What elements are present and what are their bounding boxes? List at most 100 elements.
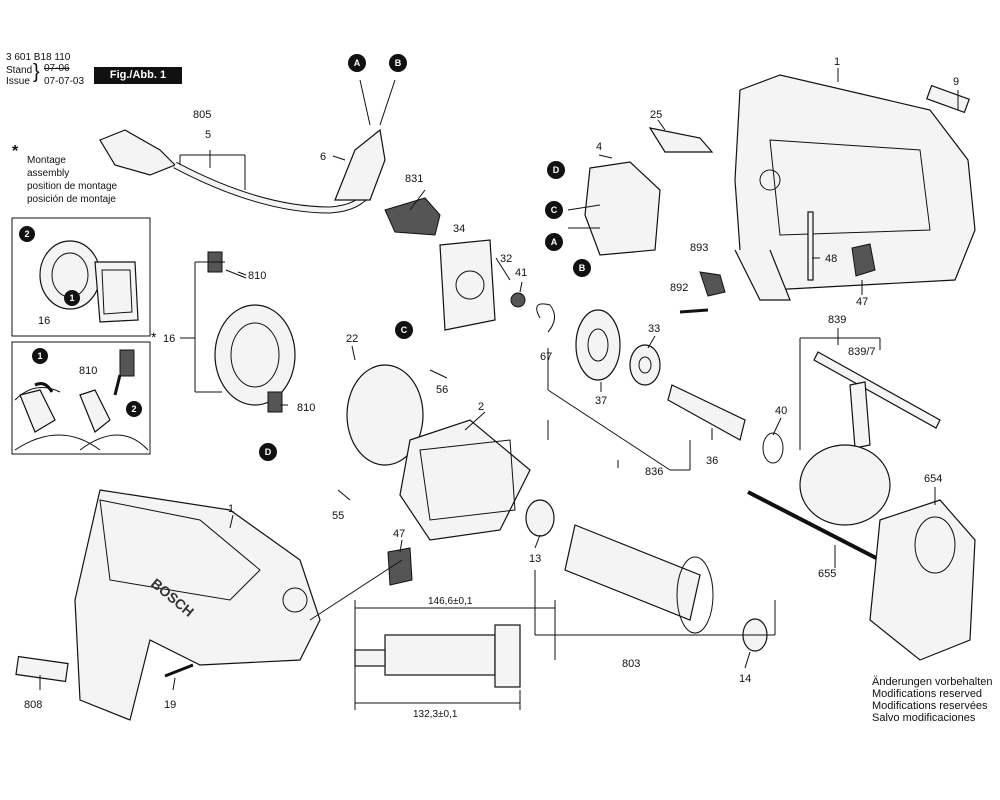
spindle-36-drawing (667, 384, 746, 441)
screw-19 (164, 663, 194, 678)
leader-lines (39, 68, 959, 691)
part-label-37: 37 (595, 395, 607, 407)
part-831-drawing (384, 197, 441, 236)
callout-badge-1-inset2: 1 (32, 348, 48, 364)
issue-label: Issue (6, 76, 30, 87)
chuck-839-drawing (799, 444, 891, 526)
label-plate-808 (15, 655, 69, 683)
svg-text:D: D (265, 447, 272, 457)
legend-position-es: posición de montaje (27, 194, 116, 205)
part-label-654: 654 (924, 473, 942, 485)
legend-montage: Montage (27, 155, 66, 166)
svg-text:C: C (401, 325, 408, 335)
svg-text:B: B (395, 58, 402, 68)
part-25-drawing (648, 127, 714, 153)
part-label-5: 5 (205, 129, 211, 141)
svg-text:A: A (551, 237, 558, 247)
brush-810-lower (267, 391, 283, 413)
part-label-1-top: 1 (834, 56, 840, 68)
part-892-screw (679, 308, 709, 314)
part-34-drawing (439, 239, 496, 331)
part-label-22: 22 (346, 333, 358, 345)
part-label-805: 805 (193, 109, 211, 121)
part-label-36: 36 (706, 455, 718, 467)
note-de: Änderungen vorbehalten (872, 676, 993, 688)
part-label-6: 6 (320, 151, 326, 163)
part-label-25: 25 (650, 109, 662, 121)
part-label-55: 55 (332, 510, 344, 522)
figure-tag: Fig./Abb. 1 (94, 67, 182, 84)
svg-text:1: 1 (37, 351, 42, 361)
part-label-16-main: 16 (163, 333, 175, 345)
note-es: Salvo modificaciones (872, 712, 976, 724)
callout-badge-d-switch: D (547, 161, 565, 179)
part-48-strip (807, 211, 814, 281)
svg-text:1: 1 (69, 293, 74, 303)
part-label-1-bottom: 1 (228, 503, 234, 515)
callout-badge-1-inset: 1 (64, 290, 80, 306)
part-label-808: 808 (24, 699, 42, 711)
svg-text:B: B (579, 263, 586, 273)
part-label-9: 9 (953, 76, 959, 88)
gear-37-drawing (575, 309, 621, 381)
callout-badge-b-switch: B (573, 259, 591, 277)
inset-brush-insert-drawing (14, 349, 149, 451)
callout-badge-a-switch: A (545, 233, 563, 251)
bearing-33-drawing (629, 344, 661, 386)
note-fr: Modifications reservées (872, 700, 988, 712)
frame-stator-ring (346, 364, 424, 466)
chuck-key-839-7 (813, 351, 941, 429)
switch-4-drawing (584, 161, 661, 256)
power-cord-drawing (99, 79, 396, 214)
part-label-33: 33 (648, 323, 660, 335)
document-number: 3 601 B18 110 (6, 52, 71, 63)
part-label-47-top: 47 (856, 296, 868, 308)
armature-dimension-drawing (354, 600, 556, 710)
part-label-2: 2 (478, 401, 484, 413)
part-label-810-inset: 810 (79, 365, 97, 377)
part-label-893: 893 (690, 242, 708, 254)
stand-label: Stand (6, 65, 33, 76)
part-47-bottom-shape (387, 547, 413, 586)
part-label-47-bottom: 47 (393, 528, 405, 540)
stator-2-drawing (399, 419, 531, 541)
callout-badge-c-switch: C (545, 201, 563, 219)
part-label-40: 40 (775, 405, 787, 417)
part-label-4: 4 (596, 141, 602, 153)
svg-text:A: A (354, 58, 361, 68)
brace-glyph: } (33, 61, 40, 83)
part-label-839-7: 839/7 (848, 346, 876, 358)
washer-40-drawing (762, 432, 784, 464)
legend-assembly: assembly (27, 168, 70, 179)
part-label-32: 32 (500, 253, 512, 265)
stand-date: 07-06 (44, 63, 70, 74)
part-label-41: 41 (515, 267, 527, 279)
svg-text:2: 2 (24, 229, 29, 239)
legend-position-fr: position de montage (27, 181, 118, 192)
callout-badge-2-inset2: 2 (126, 401, 142, 417)
svg-text:2: 2 (131, 404, 136, 414)
dimension-overall: 146,6±0,1 (428, 596, 473, 607)
depth-rod-655 (747, 490, 881, 562)
asterisk-symbol: * (12, 143, 19, 160)
inset-box-brush-holder (11, 217, 151, 337)
part-label-19: 19 (164, 699, 176, 711)
part-label-892: 892 (670, 282, 688, 294)
bearing-13-drawing (525, 499, 555, 537)
label-plate-9 (926, 84, 970, 114)
part-893-drawing (699, 271, 726, 297)
callout-badge-2-inset: 2 (19, 226, 35, 242)
callout-badge-b-top: B (389, 54, 407, 72)
part-label-56: 56 (436, 384, 448, 396)
part-41-drawing (510, 292, 526, 308)
modifications-note: Änderungen vorbehalten Modifications res… (872, 676, 992, 724)
part-label-810-b: 810 (297, 402, 315, 414)
callout-badge-a-top: A (348, 54, 366, 72)
housing-front-drawing: BOSCH (74, 489, 321, 721)
housing-rear-drawing (734, 74, 976, 301)
part-47-top-shape (851, 243, 876, 277)
part-label-839: 839 (828, 314, 846, 326)
issue-date: 07-07-03 (44, 76, 85, 87)
